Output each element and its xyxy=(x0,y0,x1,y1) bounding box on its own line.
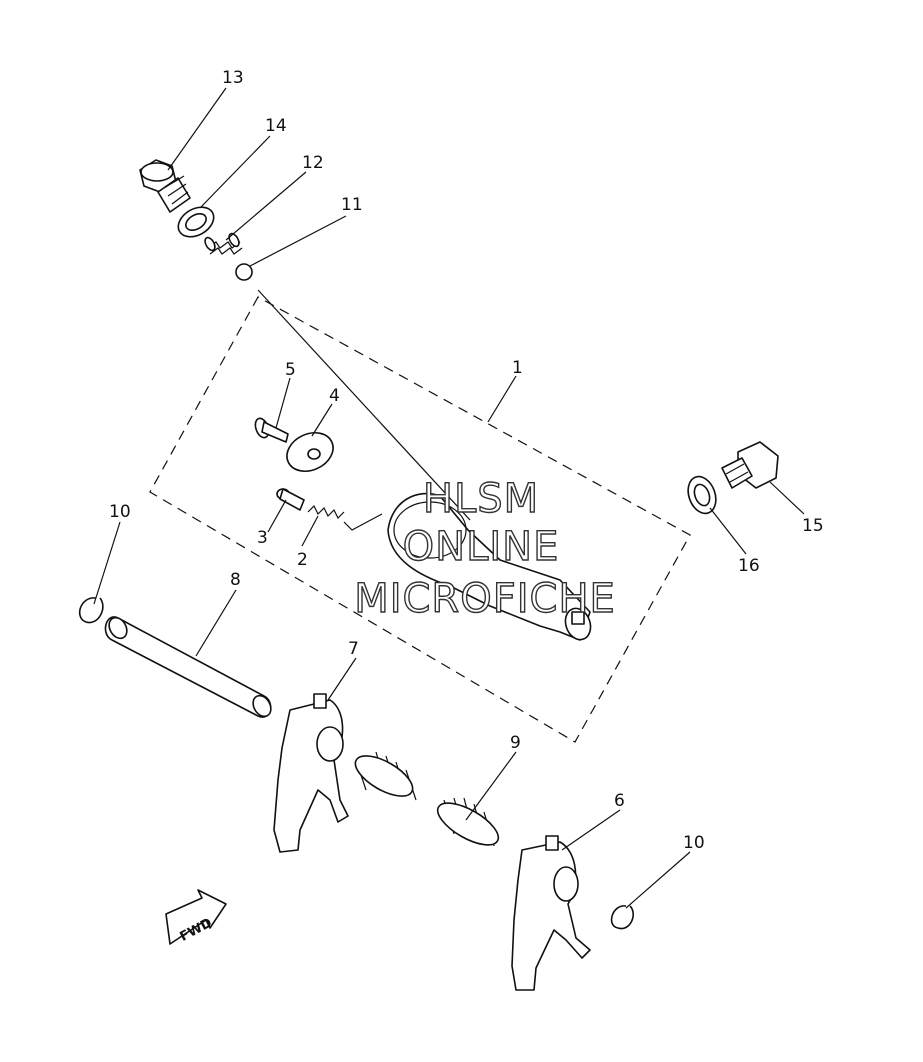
leader-4 xyxy=(311,403,333,437)
part-15-plug-bolt xyxy=(721,441,779,489)
leader-8 xyxy=(195,589,237,657)
part-10-circlip-right xyxy=(610,905,634,930)
leader-14 xyxy=(199,135,271,209)
callout-5: 5 xyxy=(285,360,296,380)
part-16-washer xyxy=(687,475,717,515)
part-14-washer xyxy=(177,206,215,238)
watermark-line2: ONLINE xyxy=(403,524,560,570)
callout-3: 3 xyxy=(257,528,268,548)
leader-15 xyxy=(769,481,805,515)
callout-12: 12 xyxy=(302,153,324,173)
callout-16: 16 xyxy=(738,556,760,576)
part-3-pin xyxy=(276,488,305,511)
leader-11 xyxy=(249,215,347,267)
callout-7: 7 xyxy=(348,639,359,659)
leader-6 xyxy=(561,809,621,851)
shift-cam xyxy=(387,492,592,641)
callout-4: 4 xyxy=(329,386,340,406)
callout-10-right: 10 xyxy=(683,833,705,853)
watermark-line1: HLSM xyxy=(423,476,539,522)
part-5-screw xyxy=(254,417,289,443)
part-13-plug-bolt xyxy=(139,159,191,213)
callout-10-left: 10 xyxy=(109,502,131,522)
assembly-outline xyxy=(149,296,691,743)
part-4-stopper-plate xyxy=(286,431,334,473)
callout-6: 6 xyxy=(614,791,625,811)
part-7-shift-fork xyxy=(273,693,349,853)
leader-12 xyxy=(225,171,307,241)
leader-16 xyxy=(709,507,747,555)
part-10-circlip-left xyxy=(78,597,104,624)
part-6-shift-fork xyxy=(511,835,591,991)
leader-10-right xyxy=(625,851,691,909)
callout-1: 1 xyxy=(512,358,523,378)
callout-14: 14 xyxy=(265,116,287,136)
leader-1 xyxy=(487,375,517,423)
watermark-line3: MICROFICHE xyxy=(354,576,616,622)
part-12-spring xyxy=(204,232,243,255)
leader-5 xyxy=(275,377,291,429)
leader-2 xyxy=(301,515,319,547)
watermark: HLSM ONLINE MICROFICHE xyxy=(353,475,616,622)
callout-13: 13 xyxy=(222,68,244,88)
part-2-spring xyxy=(307,504,383,531)
leader-11-cam xyxy=(257,289,471,521)
leader-7 xyxy=(327,657,357,701)
part-9-springs xyxy=(354,751,500,847)
callout-9: 9 xyxy=(510,733,521,753)
leader-3 xyxy=(267,499,287,533)
leader-9 xyxy=(465,751,517,821)
part-8-fork-shaft xyxy=(104,616,272,718)
part-11-ball xyxy=(235,263,253,281)
fwd-arrow-icon: FWD xyxy=(165,889,227,945)
callout-2: 2 xyxy=(297,550,308,570)
callout-8: 8 xyxy=(230,570,241,590)
callout-11: 11 xyxy=(341,195,363,215)
leader-10-left xyxy=(93,521,121,605)
callout-15: 15 xyxy=(802,516,824,536)
leader-13 xyxy=(167,87,227,171)
